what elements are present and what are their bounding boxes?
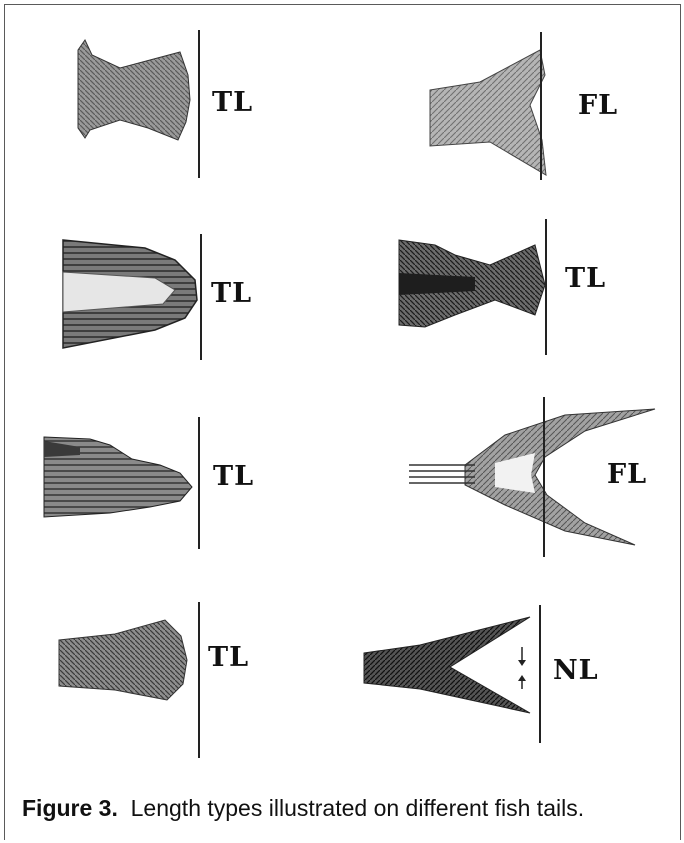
tail-illustration-pointed <box>40 415 340 585</box>
tail-illustration-rounded-eel <box>35 220 335 390</box>
tail-label: TL <box>208 642 249 673</box>
tail-illustration-rounded-truncate <box>60 20 360 190</box>
tail-label: NL <box>553 655 599 686</box>
tail-illustration-truncate <box>55 600 355 770</box>
tail-panel-dark-pointed: TL <box>395 215 684 385</box>
caption-text: Length types illustrated on different fi… <box>131 795 584 821</box>
figure-caption: Figure 3. Length types illustrated on di… <box>22 795 672 822</box>
tail-label: TL <box>565 263 606 294</box>
tail-panel-deeply-forked: FL <box>405 395 684 565</box>
tail-label: TL <box>211 278 252 309</box>
tail-label: TL <box>212 87 253 118</box>
tail-panel-rounded-truncate: TL <box>60 20 360 190</box>
tail-illustration-forked <box>420 30 684 200</box>
tail-panel-pointed: TL <box>40 415 340 585</box>
tail-panel-notched: NL <box>360 605 660 775</box>
tail-label: TL <box>213 461 254 492</box>
tail-label: FL <box>578 90 618 121</box>
tail-panel-truncate: TL <box>55 600 355 770</box>
tail-label: FL <box>607 459 647 490</box>
figure-number: Figure 3. <box>22 795 118 821</box>
tail-illustration-dark-pointed <box>395 215 684 385</box>
tail-panel-rounded-eel: TL <box>35 220 335 390</box>
tail-panel-forked: FL <box>420 30 684 200</box>
tail-illustration-notched <box>360 605 660 775</box>
